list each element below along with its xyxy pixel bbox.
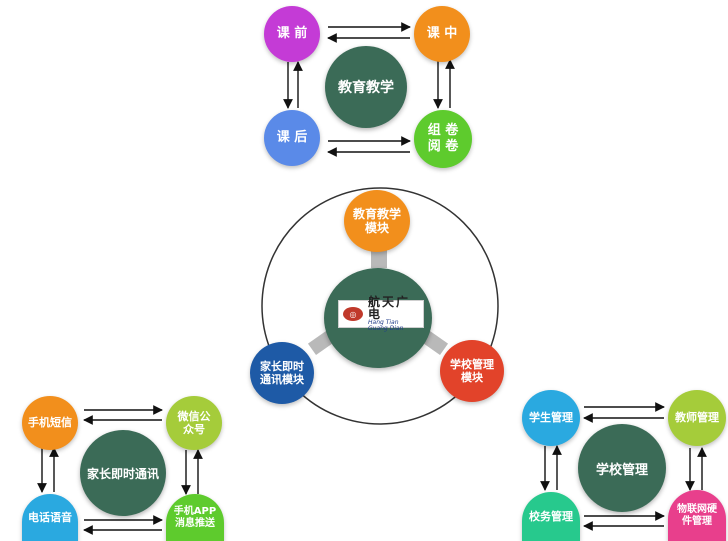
left-node-voice-call-label: 电话语音 (28, 510, 72, 524)
top-node-in-class: 课 中 (414, 6, 470, 62)
module-school-management: 学校管理 模块 (440, 340, 504, 402)
right-node-iot-hardware-label: 物联网硬 件管理 (677, 503, 717, 527)
module-education: 教育教学 模块 (344, 190, 410, 252)
brand-logo-english: Hang Tian Guang Dian (368, 319, 404, 332)
top-hub-label: 教育教学 (338, 80, 394, 96)
left-node-voice-call: 电话语音 (22, 494, 78, 541)
module-school-management-label: 学校管理 模块 (450, 357, 494, 384)
right-cluster-arrows (540, 402, 707, 531)
right-hub-label: 学校管理 (595, 462, 648, 478)
module-parent-messaging-label: 家长即时 通讯模块 (260, 359, 304, 386)
brand-logo-icon: ◎ (343, 307, 363, 321)
module-education-label: 教育教学 模块 (352, 206, 401, 235)
center-ring (261, 187, 499, 425)
top-node-before-class-label: 课 前 (276, 26, 308, 42)
top-cluster-arrows (283, 22, 455, 157)
right-node-affairs-mgmt-label: 校务管理 (529, 509, 573, 523)
left-node-wechat-label: 微信公 众号 (177, 409, 211, 436)
top-hub: 教育教学 (325, 46, 407, 128)
left-hub: 家长即时通讯 (80, 430, 166, 516)
left-node-app-push: 手机APP 消息推送 (166, 494, 224, 541)
right-node-iot-hardware: 物联网硬 件管理 (668, 490, 726, 541)
left-hub-label: 家长即时通讯 (86, 466, 159, 481)
right-hub: 学校管理 (578, 424, 666, 512)
left-node-app-push-label: 手机APP 消息推送 (173, 505, 217, 529)
top-node-after-class: 课 后 (264, 110, 320, 166)
top-node-in-class-label: 课 中 (426, 26, 458, 42)
left-node-sms-label: 手机短信 (28, 416, 72, 430)
module-parent-messaging: 家长即时 通讯模块 (250, 342, 314, 404)
right-node-student-mgmt-label: 学生管理 (529, 411, 573, 425)
right-node-teacher-mgmt: 教师管理 (668, 390, 726, 446)
left-cluster-arrows (37, 405, 203, 535)
left-node-sms: 手机短信 (22, 396, 78, 450)
left-node-wechat: 微信公 众号 (166, 396, 222, 450)
right-node-affairs-mgmt: 校务管理 (522, 492, 580, 541)
top-node-exam: 组 卷 阅 卷 (414, 110, 472, 168)
top-node-after-class-label: 课 后 (276, 130, 308, 146)
right-node-student-mgmt: 学生管理 (522, 390, 580, 446)
right-node-teacher-mgmt-label: 教师管理 (675, 411, 719, 425)
brand-logo-chinese: 航天广电 (368, 295, 411, 321)
brand-logo: ◎ 航天广电 Hang Tian Guang Dian (338, 296, 424, 332)
top-node-before-class: 课 前 (264, 6, 320, 62)
top-node-exam-label: 组 卷 阅 卷 (427, 123, 459, 154)
